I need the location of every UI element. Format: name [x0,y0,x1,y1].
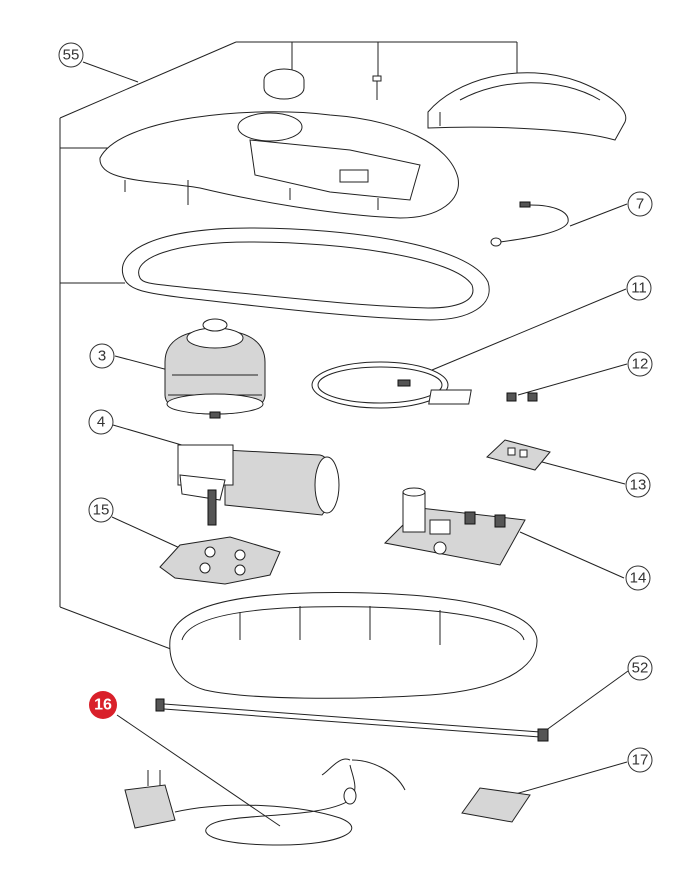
callout-13: 13 [625,472,651,498]
callout-15-label: 15 [93,502,110,519]
callout-17-label: 17 [632,752,649,769]
callout-3-label: 3 [98,348,106,365]
callout-13-label: 13 [630,477,647,494]
sensor-board-13-part [486,439,551,471]
gasket-ring-part [121,227,490,321]
callout-15: 15 [88,497,114,523]
leader-lines [59,41,629,827]
cable-52-part [155,698,549,742]
callout-7: 7 [627,191,653,217]
lid-cover-part [427,72,627,141]
upper-housing-part [99,111,459,219]
callout-12-label: 12 [632,356,649,373]
callout-3: 3 [89,343,115,369]
mounting-plate-15-part [159,536,281,585]
callout-7-label: 7 [636,196,644,213]
callout-52: 52 [627,655,653,681]
led-strip-ring-11-part [311,361,449,409]
callout-55: 55 [58,42,84,68]
callout-14-label: 14 [630,570,647,587]
callout-16-highlighted: 16 [89,691,117,719]
callout-11-label: 11 [631,280,647,297]
callout-17: 17 [627,747,653,773]
top-cap-part [263,68,305,100]
label-17-part [461,787,531,823]
callout-55-label: 55 [63,47,80,64]
callout-4-label: 4 [97,414,105,431]
switch-board-12-part [428,389,538,405]
screw-part [372,75,382,100]
power-cord-16-part [124,758,406,846]
callout-12: 12 [627,351,653,377]
callout-14: 14 [625,565,651,591]
lower-housing-part [169,592,538,699]
callout-16-label: 16 [94,697,112,714]
gear-motor-4-part [177,444,340,526]
wire-harness-7-part [490,201,569,247]
callout-52-label: 52 [632,660,649,677]
callout-11: 11 [626,275,652,301]
main-pcb-14-part [383,487,526,566]
callout-4: 4 [88,409,114,435]
fan-motor-3-part [164,318,266,419]
